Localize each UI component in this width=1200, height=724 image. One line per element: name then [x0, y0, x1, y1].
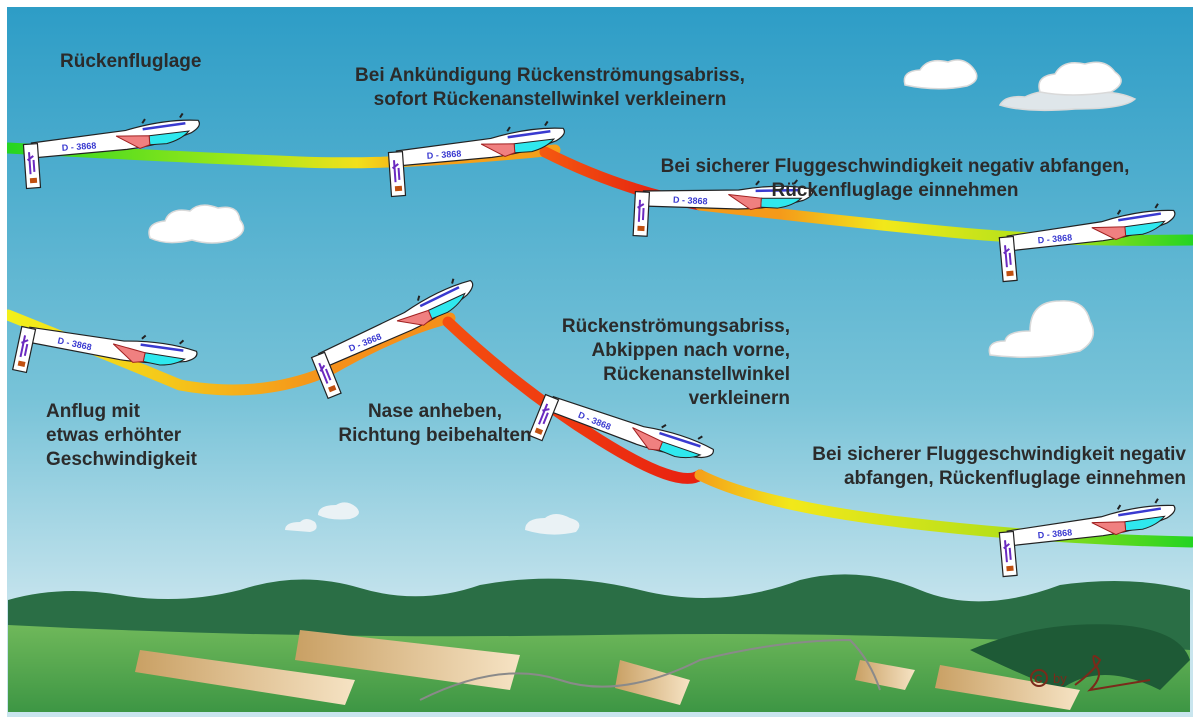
clouds: [148, 59, 1137, 535]
trail-low-recovery: [694, 469, 1198, 548]
cloud: [148, 204, 245, 244]
svg-text:by: by: [1053, 671, 1067, 686]
label-low-step2: Nase anheben, Richtung beibehalten: [338, 401, 532, 446]
glider: D - 3868: [996, 201, 1181, 283]
cloud: [988, 300, 1095, 358]
glider: D - 3868: [996, 496, 1181, 578]
title: Rückenfluglage: [60, 51, 202, 72]
glider: D - 3868: [20, 111, 205, 190]
cloud: [318, 502, 359, 520]
glider-registration: D - 3868: [1037, 527, 1072, 540]
cloud: [525, 514, 580, 535]
glider-registration: D - 3868: [673, 195, 708, 207]
label-low-step4: Bei sicherer Fluggeschwindigkeit negativ…: [812, 444, 1186, 489]
label-top-step1: Bei Ankündigung Rückenströmungsabriss, s…: [355, 65, 745, 110]
road: [419, 638, 881, 701]
glider: D - 3868: [631, 170, 815, 247]
glider-registration: D - 3868: [61, 141, 96, 153]
label-low-step1: Anflug mit etwas erhöhter Geschwindigkei…: [46, 401, 197, 470]
cloud: [285, 519, 317, 532]
forest: [970, 624, 1190, 690]
cloud: [1038, 61, 1122, 96]
trail-low-stall: [442, 316, 706, 484]
cloud: [998, 90, 1137, 112]
cloud: [903, 59, 978, 90]
glider: D - 3868: [11, 305, 201, 408]
glider-registration: D - 3868: [1037, 232, 1072, 245]
copyright-signature: C by: [1030, 655, 1151, 692]
glider-registration: D - 3868: [426, 149, 461, 161]
svg-text:C: C: [1034, 672, 1043, 686]
label-low-step3: Rückenströmungsabriss, Abkippen nach vor…: [561, 316, 790, 409]
glider: D - 3868: [385, 119, 570, 198]
label-top-step2: Bei sicherer Fluggeschwindigkeit negativ…: [660, 156, 1130, 201]
farm-fields: [135, 630, 1080, 710]
